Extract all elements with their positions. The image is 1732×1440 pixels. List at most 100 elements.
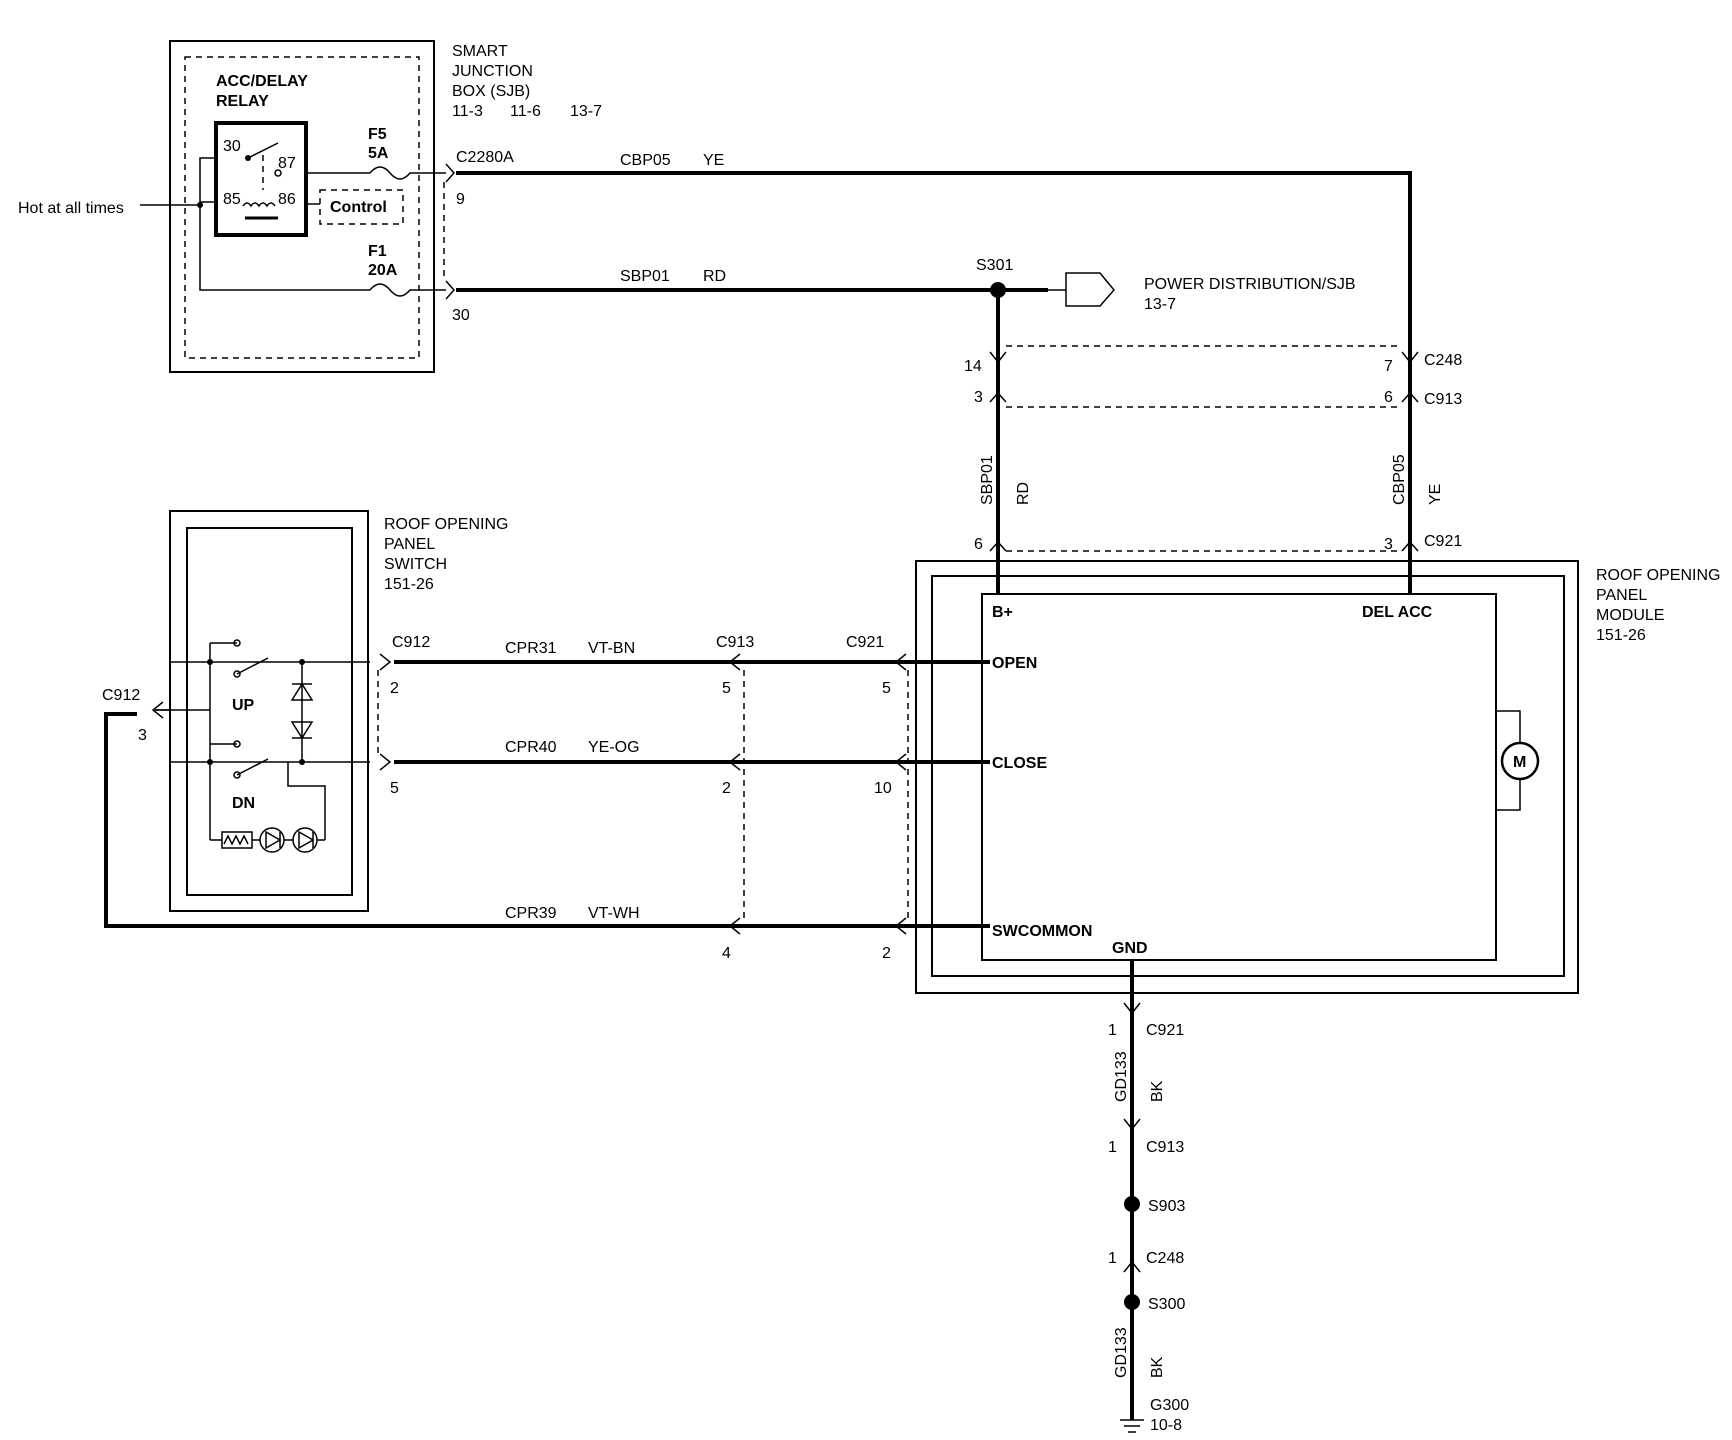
wire-cpr39 [104, 712, 990, 928]
connector-c2280a: C2280A [456, 149, 514, 166]
relay-contact-nc [274, 169, 282, 177]
wire-ye-label: YE [703, 152, 724, 169]
relay-name-line-2: RELAY [216, 93, 269, 110]
switch-up-contact [236, 657, 269, 675]
sjb-name-line-2: JUNCTION [452, 63, 533, 80]
fuse-f5: F5 5A [368, 126, 446, 180]
wire-rd-label: RD [703, 268, 726, 285]
module-outer-box [915, 560, 1579, 994]
splice-s300 [1124, 1294, 1140, 1310]
switch-dn-label: DN [232, 795, 255, 812]
fuse-f1: F1 20A [368, 243, 446, 297]
relay-pin-30: 30 [223, 138, 241, 155]
pin-c913-open: 5 [722, 680, 731, 697]
fuse-f5-name: F5 [368, 126, 387, 143]
motor-label: M [1513, 754, 1526, 771]
switch-inner-box [186, 527, 353, 896]
ground-g300-label: G300 [1150, 1397, 1189, 1414]
relay-pin-86: 86 [278, 191, 296, 208]
switch-name-line-3: SWITCH [384, 556, 447, 573]
c2280a-pin-9: 9 [456, 191, 465, 208]
relay-box [214, 121, 308, 237]
fuse-f1-symbol [369, 283, 446, 297]
fuse-f1-rating: 20A [368, 262, 398, 279]
roof-opening-panel-module: ROOF OPENING PANEL MODULE 151-26 B+ DEL … [915, 560, 1720, 994]
splice-s300-label: S300 [1148, 1296, 1185, 1313]
switch-up-label: UP [232, 697, 255, 714]
sjb-name-line-3: BOX (SJB) [452, 83, 530, 100]
splice-s903 [1124, 1196, 1140, 1212]
fuse-f1-name: F1 [368, 243, 387, 260]
c2280a-pin-30: 30 [452, 307, 470, 324]
wire-rd-vertical-label: RD [1015, 482, 1032, 505]
wire-cpr31: CPR31 VT-BN [394, 640, 990, 664]
connector-c913-top: C913 [1424, 391, 1462, 408]
module-open: OPEN [992, 655, 1037, 672]
module-name-line-4: 151-26 [1596, 627, 1646, 644]
pin-gnd-c921: 1 [1108, 1022, 1117, 1039]
wire-vt-bn-label: VT-BN [588, 640, 635, 657]
relay-coil [242, 202, 276, 208]
hot-at-all-times-label: Hot at all times [18, 200, 124, 217]
module-b-plus: B+ [992, 604, 1013, 621]
wire-cbp05-top: CBP05 YE [456, 152, 1412, 344]
splice-s903-label: S903 [1148, 1198, 1185, 1215]
connector-c248-top: C248 [1424, 352, 1462, 369]
pin-c913-common: 4 [722, 945, 731, 962]
connector-c913-mid: C913 [716, 634, 754, 651]
module-name-line-1: ROOF OPENING [1596, 567, 1720, 584]
power-distribution-ref: 13-7 [1144, 296, 1176, 313]
pin-c921-open: 5 [882, 680, 891, 697]
pin-c921-close: 10 [874, 780, 892, 797]
relay-name-line-1: ACC/DELAY [216, 73, 308, 90]
ground-path: 1 C921 GD133 BK 1 C913 S903 1 C248 S300 … [1108, 960, 1189, 1434]
module-name-line-2: PANEL [1596, 587, 1647, 604]
pin-c912-close: 5 [390, 780, 399, 797]
wire-vt-wh-label: VT-WH [588, 905, 640, 922]
relay-contact-pivot [245, 155, 251, 161]
connector-c921-gnd: C921 [1146, 1022, 1184, 1039]
pin-c912-common: 3 [138, 727, 147, 744]
pin-3: 3 [974, 389, 983, 406]
motor-icon [1500, 741, 1540, 781]
wire-sbp01-vertical-label: SBP01 [979, 455, 996, 505]
switch-name-line-2: PANEL [384, 536, 435, 553]
pin-3-c921: 3 [1384, 536, 1393, 553]
sjb-outer-box [169, 40, 435, 373]
relay-contact [247, 142, 279, 159]
ground-ref-label: 10-8 [1150, 1417, 1182, 1434]
connector-c921-mid: C921 [846, 634, 884, 651]
relay-pin-85: 85 [223, 191, 241, 208]
wire-gd133-label-2: GD133 [1113, 1327, 1130, 1378]
wire-cbp05-vertical-label: CBP05 [1391, 454, 1408, 505]
wire-cpr31-label: CPR31 [505, 640, 557, 657]
wire-cpr39-label: CPR39 [505, 905, 557, 922]
wire-bk-label-2: BK [1149, 1356, 1166, 1378]
pin-c912-open: 2 [390, 680, 399, 697]
connector-c248-gnd: C248 [1146, 1250, 1184, 1267]
power-distribution-flag [1065, 272, 1115, 307]
connector-c912-right: C912 [392, 634, 430, 651]
fuse-f5-symbol [369, 166, 446, 180]
pin-gnd-c913: 1 [1108, 1139, 1117, 1156]
power-distribution-title: POWER DISTRIBUTION/SJB [1144, 276, 1356, 293]
wire-ye-og-label: YE-OG [588, 739, 640, 756]
module-middle-box [931, 575, 1565, 977]
connector-c921-top: C921 [1424, 533, 1462, 550]
module-inner-box [981, 593, 1497, 961]
connector-c913-gnd: C913 [1146, 1139, 1184, 1156]
fuse-f5-rating: 5A [368, 145, 389, 162]
pin-7: 7 [1384, 358, 1393, 375]
wire-ye-vertical-label: YE [1427, 484, 1444, 505]
module-gnd: GND [1112, 940, 1148, 957]
switch-name-line-4: 151-26 [384, 576, 434, 593]
wire-gd133-label-1: GD133 [1113, 1051, 1130, 1102]
connector-c912-left: C912 [102, 687, 140, 704]
module-name-line-3: MODULE [1596, 607, 1664, 624]
pin-6: 6 [1384, 389, 1393, 406]
pin-c913-close: 2 [722, 780, 731, 797]
module-swcommon: SWCOMMON [992, 923, 1092, 940]
relay-pin-87: 87 [278, 155, 296, 172]
wire-cpr40: CPR40 YE-OG [394, 739, 990, 764]
c2280a-pin9-arrow [445, 163, 456, 183]
